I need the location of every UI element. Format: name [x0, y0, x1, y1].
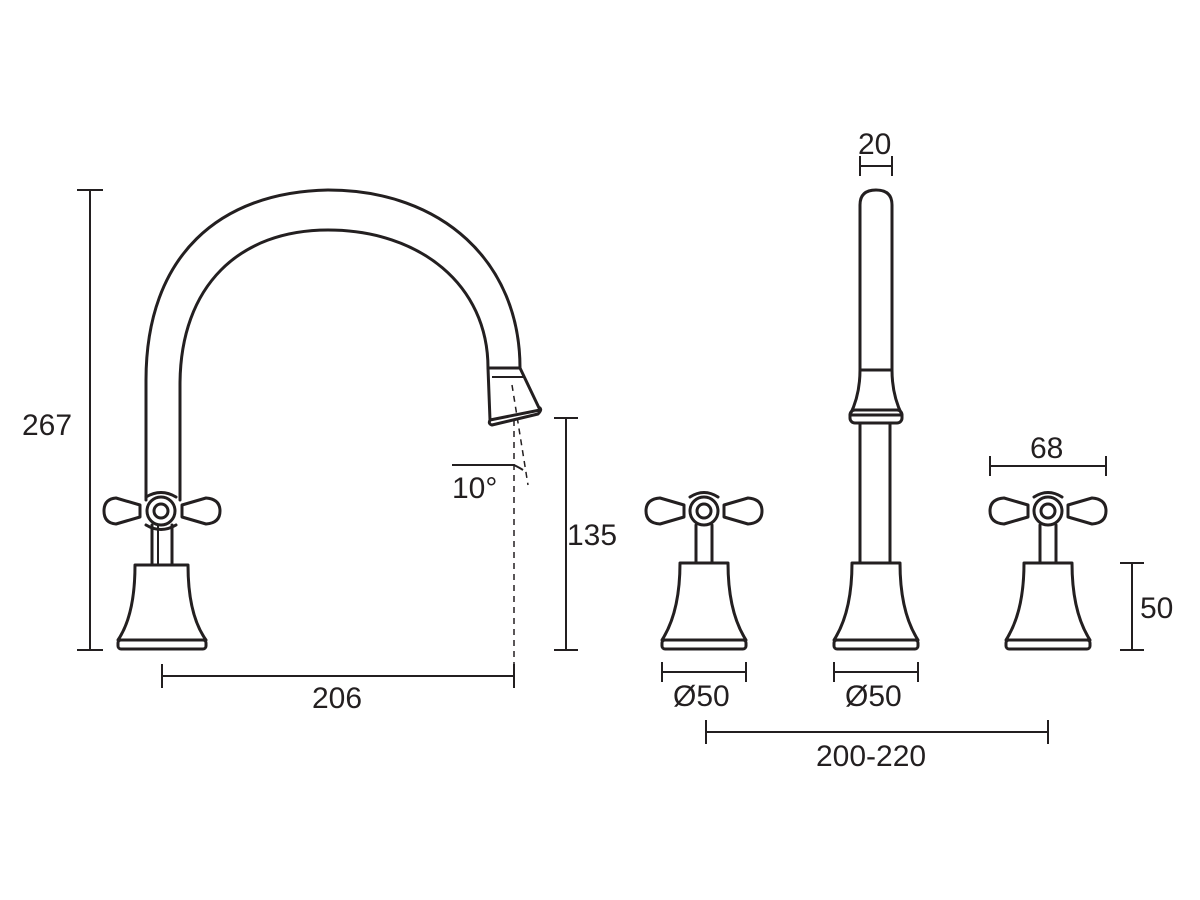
dimension-base-height-label: 50	[1140, 592, 1173, 625]
side-stem	[150, 523, 174, 567]
dimension-spout-base-diameter	[833, 662, 919, 682]
dimension-handle-width	[989, 456, 1107, 476]
dimension-tap-centres	[705, 720, 1049, 744]
gooseneck-spout	[144, 188, 543, 502]
side-base	[116, 563, 208, 651]
side-view-faucet	[102, 188, 543, 651]
dimension-spout-width	[859, 156, 893, 176]
dimension-outlet-height	[554, 417, 578, 651]
side-cross-handle	[102, 491, 222, 531]
dimension-spout-base-diameter-label: Ø50	[845, 680, 902, 713]
dimension-spout-angle-label: 10°	[452, 472, 497, 505]
dimension-handle-base-diameter	[661, 662, 747, 682]
dimension-spout-angle	[452, 384, 529, 672]
dimension-total-height-label: 267	[22, 409, 72, 442]
dimension-tap-centres-label: 200-220	[816, 740, 926, 773]
dimension-total-height	[77, 189, 103, 651]
dimension-outlet-height-label: 135	[567, 519, 617, 552]
dimension-handle-base-diameter-label: Ø50	[673, 680, 730, 713]
front-left-tap	[644, 491, 764, 651]
dimension-spout-width-label: 20	[858, 128, 891, 161]
front-spout	[832, 188, 920, 651]
front-right-tap	[988, 491, 1108, 651]
dimension-spout-reach	[161, 664, 515, 688]
dimension-handle-width-label: 68	[1030, 432, 1063, 465]
dimension-spout-reach-label: 206	[312, 682, 362, 715]
dimension-base-height	[1120, 562, 1144, 651]
